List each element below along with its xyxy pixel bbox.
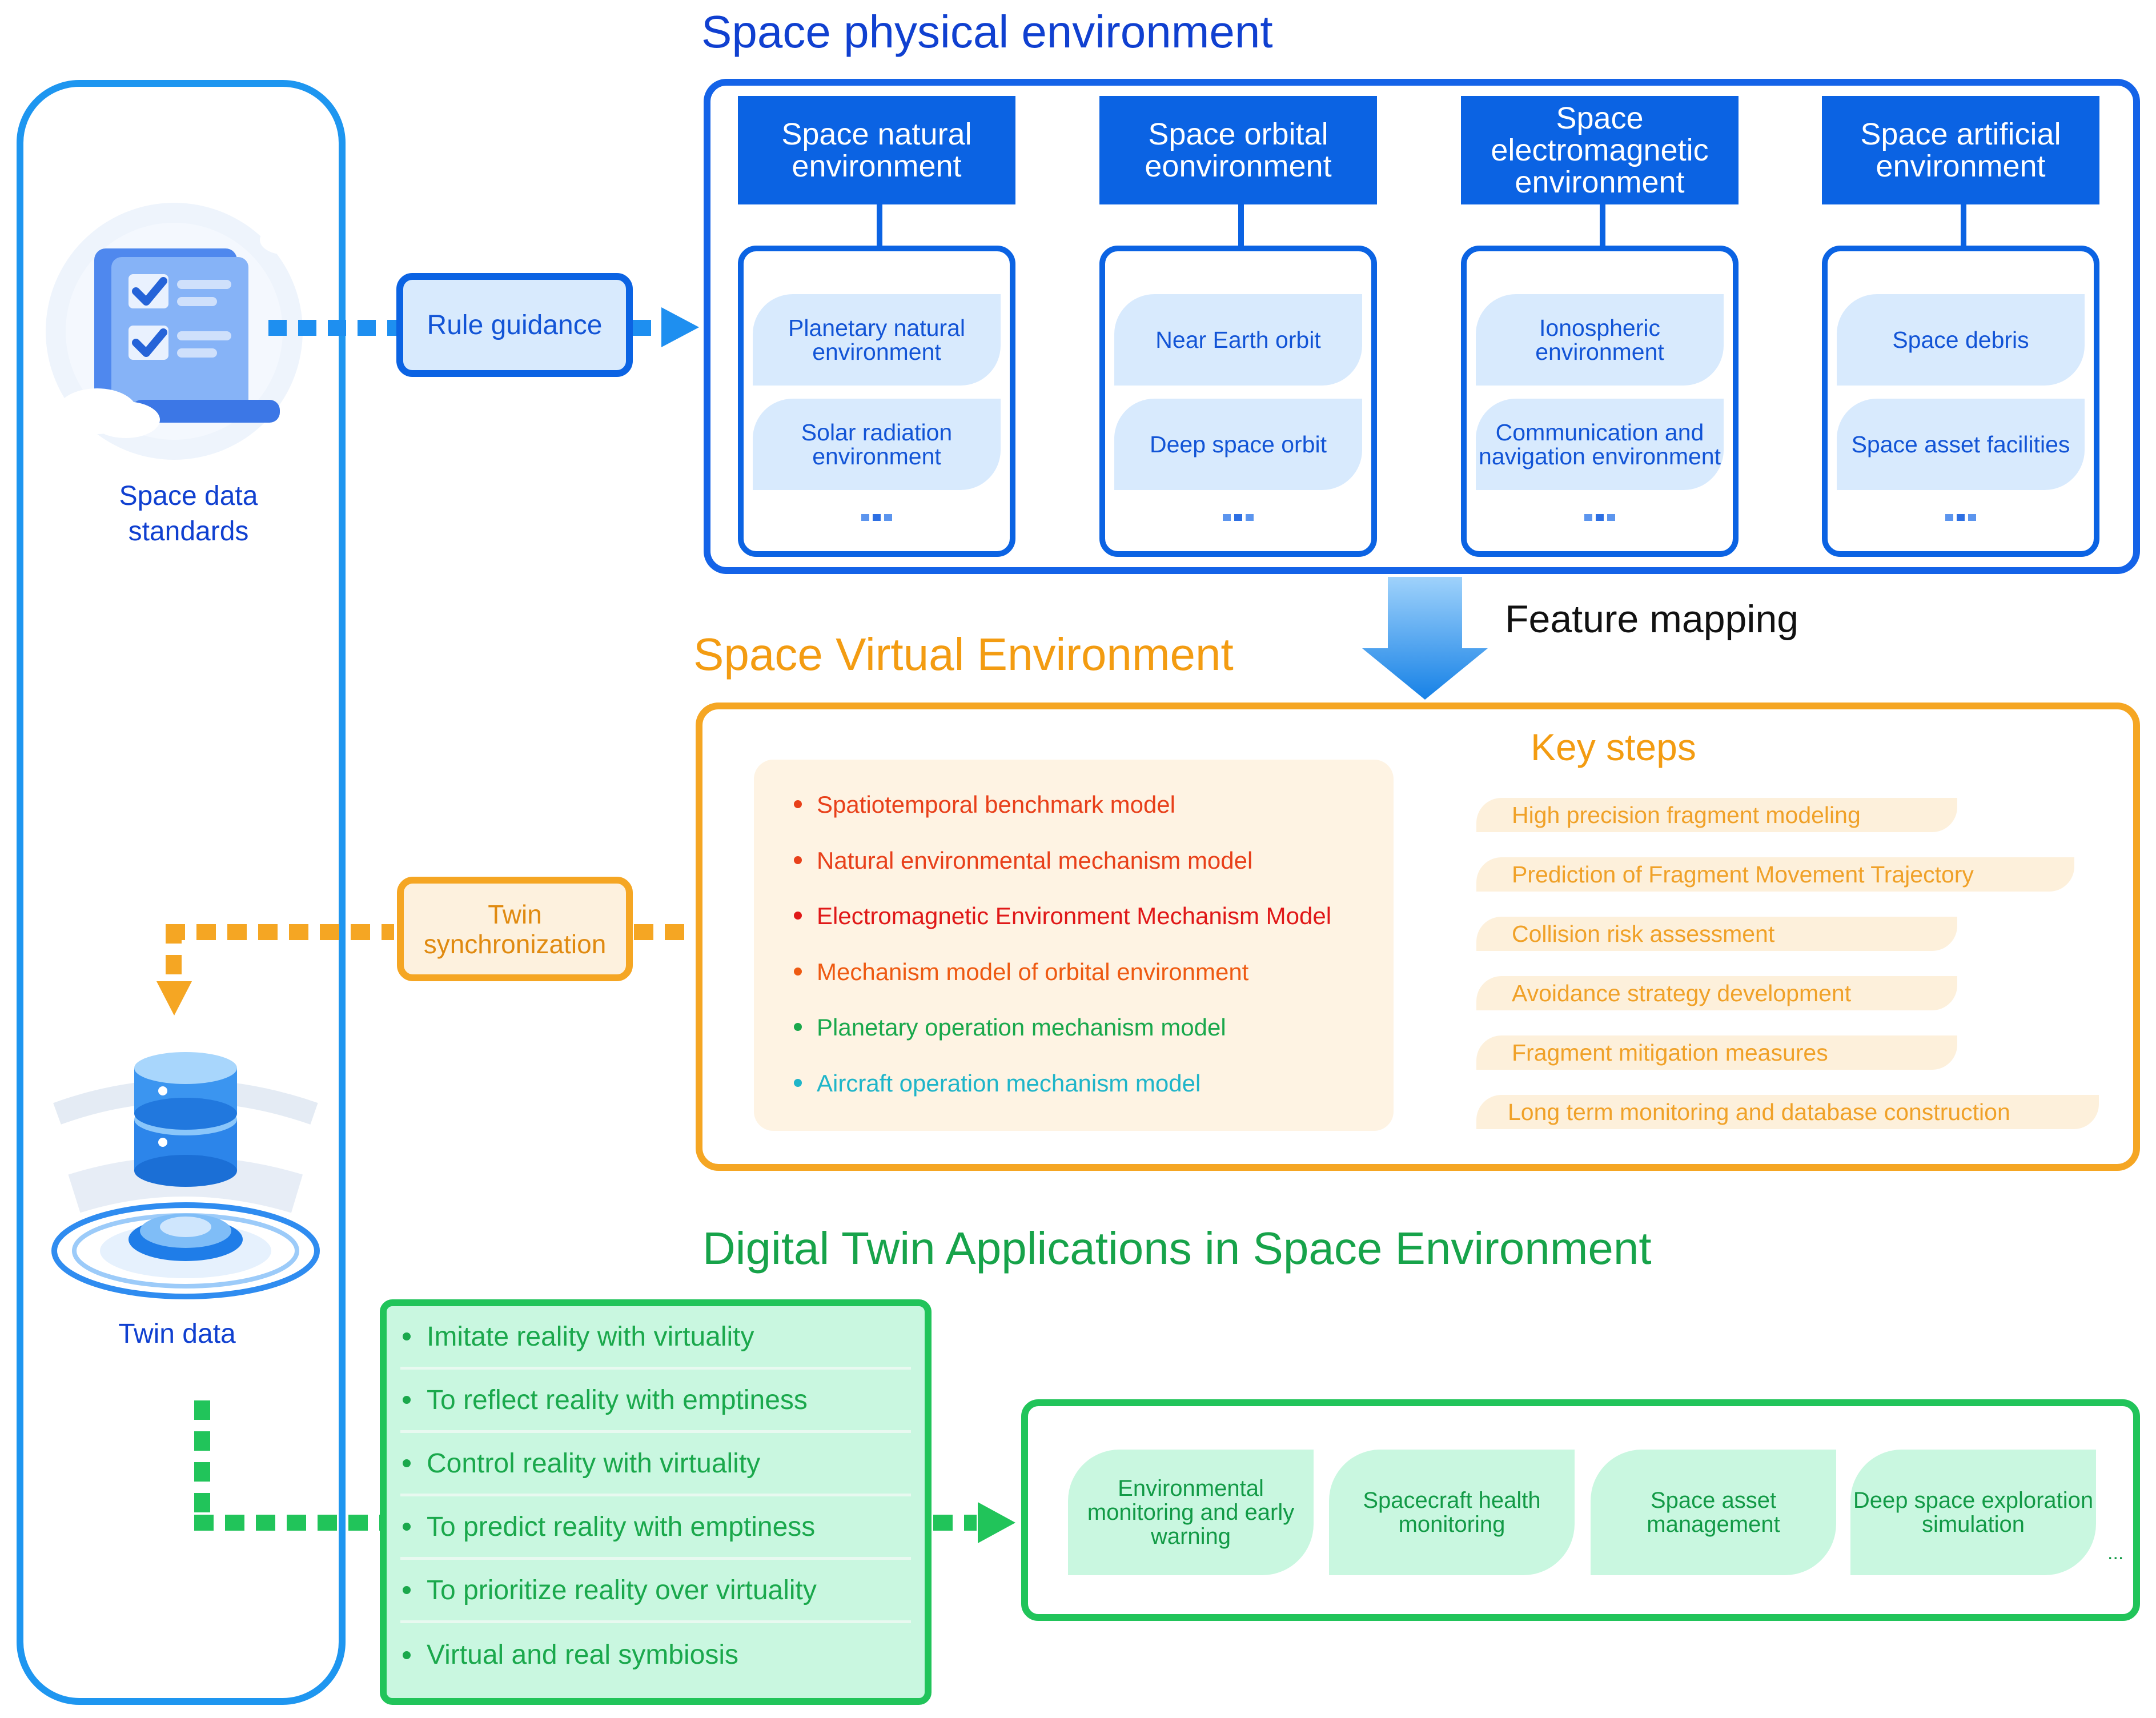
- document-checklist-icon: [46, 203, 320, 460]
- twin-sync-connector-left: [166, 924, 394, 940]
- model-text: Electromagnetic Environment Mechanism Mo…: [817, 902, 1332, 929]
- twin-sync-connector-down: [166, 924, 182, 979]
- bullet-dot: [403, 1651, 411, 1659]
- model-item: Mechanism model of orbital environment: [794, 958, 1394, 1014]
- model-text: Natural environmental mechanism model: [817, 846, 1253, 874]
- bullet-dot: [794, 912, 802, 920]
- principle-text: To reflect reality with emptiness: [427, 1384, 808, 1415]
- data-column-frame: [17, 80, 346, 1705]
- more-dots-icon: [1945, 514, 1976, 521]
- apps-connector-right: [194, 1515, 380, 1531]
- feature-mapping-label: Feature mapping: [1505, 597, 1799, 641]
- apps-connector-mid: [933, 1515, 977, 1531]
- bullet-dot: [403, 1586, 411, 1594]
- twin-data-label: Twin data: [118, 1319, 236, 1349]
- mechanism-models-panel: Spatiotemporal benchmark model Natural e…: [754, 760, 1394, 1131]
- leaf-communication-navigation: Communication and navigation environment: [1476, 399, 1724, 490]
- bullet-dot: [403, 1396, 411, 1404]
- category-artificial-header: Space artificial environment: [1822, 96, 2099, 204]
- leaf-space-debris: Space debris: [1837, 294, 2085, 386]
- key-step-pill: High precision fragment modeling: [1476, 798, 1957, 832]
- principle-text: Virtual and real symbiosis: [427, 1640, 739, 1670]
- virtual-environment-frame: [696, 703, 2140, 1171]
- model-item: Natural environmental mechanism model: [794, 847, 1394, 903]
- key-step-pill: Long term monitoring and database constr…: [1476, 1095, 2099, 1129]
- model-item: Electromagnetic Environment Mechanism Mo…: [794, 902, 1394, 958]
- app-environmental-monitoring: Environmental monitoring and early warni…: [1068, 1450, 1314, 1575]
- key-step-pill: Avoidance strategy development: [1476, 976, 1957, 1010]
- more-dots-icon: [1584, 514, 1615, 521]
- leaf-space-asset-facilities: Space asset facilities: [1837, 399, 2085, 490]
- twin-sync-arrow-icon: [156, 981, 192, 1015]
- category-stem: [1961, 203, 1966, 248]
- rule-guidance-connector-left: [268, 320, 399, 336]
- bullet-dot: [794, 1078, 802, 1087]
- twin-synchronization-box: Twin synchronization: [397, 877, 633, 981]
- rule-guidance-box: Rule guidance: [396, 273, 633, 377]
- model-text: Aircraft operation mechanism model: [817, 1069, 1201, 1097]
- principle-text: To prioritize reality over virtuality: [427, 1575, 817, 1605]
- rule-guidance-arrow-icon: [661, 307, 699, 347]
- feature-mapping-arrow-icon: [1362, 577, 1488, 700]
- principle-text: To predict reality with emptiness: [427, 1511, 816, 1542]
- category-natural-header: Space natural environment: [738, 96, 1015, 204]
- physical-environment-frame: [704, 79, 2140, 574]
- bullet-dot: [794, 856, 802, 864]
- database-icon: [51, 1052, 320, 1299]
- bullet-dot: [403, 1523, 411, 1531]
- bullet-dot: [794, 800, 802, 808]
- app-space-asset-management: Space asset management: [1591, 1450, 1836, 1575]
- bullet-dot: [794, 1023, 802, 1031]
- more-dots-icon: [1223, 514, 1254, 521]
- key-step-pill: Fragment mitigation measures: [1476, 1035, 1957, 1070]
- model-item: Spatiotemporal benchmark model: [794, 791, 1394, 847]
- leaf-ionospheric: Ionospheric environment: [1476, 294, 1724, 386]
- space-data-standards-label: Space data standards: [119, 481, 258, 547]
- app-spacecraft-health: Spacecraft health monitoring: [1329, 1450, 1575, 1575]
- key-steps-title: Key steps: [1531, 726, 1696, 768]
- principle-item: Control reality with virtuality: [400, 1433, 911, 1496]
- bullet-dot: [403, 1332, 411, 1340]
- model-item: Aircraft operation mechanism model: [794, 1070, 1394, 1126]
- applications-title: Digital Twin Applications in Space Envir…: [702, 1223, 1652, 1274]
- twin-sync-connector-right: [634, 924, 697, 940]
- principle-text: Control reality with virtuality: [427, 1448, 761, 1479]
- apps-more-ellipsis: ...: [2107, 1542, 2124, 1564]
- principle-item: Imitate reality with virtuality: [400, 1306, 911, 1370]
- category-orbital-header: Space orbital eonvironment: [1099, 96, 1377, 204]
- applications-frame: [1021, 1399, 2140, 1621]
- apps-arrow-icon: [978, 1502, 1015, 1543]
- key-step-pill: Collision risk assessment: [1476, 917, 1957, 951]
- principles-box: Imitate reality with virtuality To refle…: [380, 1299, 932, 1705]
- principle-item: To reflect reality with emptiness: [400, 1370, 911, 1433]
- bullet-dot: [403, 1459, 411, 1467]
- more-dots-icon: [861, 514, 892, 521]
- category-stem: [1600, 203, 1605, 248]
- rule-guidance-connector-right: [633, 320, 659, 336]
- leaf-near-earth-orbit: Near Earth orbit: [1114, 294, 1362, 386]
- leaf-solar-radiation: Solar radiation environment: [753, 399, 1001, 490]
- leaf-deep-space-orbit: Deep space orbit: [1114, 399, 1362, 490]
- virtual-environment-title: Space Virtual Environment: [693, 629, 1234, 680]
- principle-item: To prioritize reality over virtuality: [400, 1560, 911, 1623]
- principle-text: Imitate reality with virtuality: [427, 1321, 754, 1352]
- apps-connector-down: [194, 1400, 210, 1528]
- physical-environment-title: Space physical environment: [701, 6, 1273, 57]
- principle-item: Virtual and real symbiosis: [400, 1623, 911, 1687]
- principle-item: To predict reality with emptiness: [400, 1496, 911, 1560]
- category-electromagnetic-header: Space electromagnetic environment: [1461, 96, 1739, 204]
- model-item: Planetary operation mechanism model: [794, 1014, 1394, 1070]
- model-text: Spatiotemporal benchmark model: [817, 791, 1175, 818]
- category-stem: [1238, 203, 1244, 248]
- bullet-dot: [794, 967, 802, 976]
- key-step-pill: Prediction of Fragment Movement Trajecto…: [1476, 857, 2074, 892]
- category-stem: [877, 203, 882, 248]
- model-text: Mechanism model of orbital environment: [817, 958, 1249, 985]
- leaf-planetary-natural: Planetary natural environment: [753, 294, 1001, 386]
- model-text: Planetary operation mechanism model: [817, 1014, 1226, 1041]
- app-deep-space-simulation: Deep space exploration simulation: [1850, 1450, 2096, 1575]
